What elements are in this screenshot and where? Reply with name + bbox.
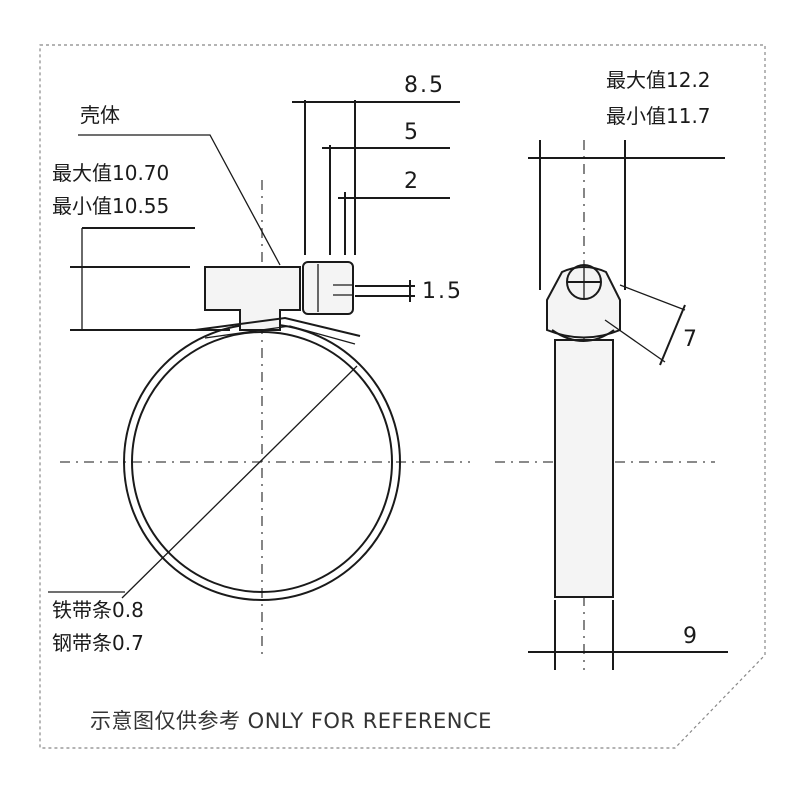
- side-band-strip: [554, 339, 614, 598]
- front-view: [48, 100, 470, 660]
- band-inner-circle: [131, 331, 393, 593]
- housing-max-label: 最大值10.70: [52, 161, 170, 185]
- housing-leader: [78, 134, 281, 266]
- side-housing-lower: [551, 329, 615, 342]
- band-flange-inner: [204, 325, 356, 345]
- dim-2-label: 2: [404, 169, 420, 194]
- dim-9-label: 9: [683, 624, 699, 649]
- housing-label: 壳体: [80, 103, 120, 127]
- band-iron-label: 铁带条0.8: [52, 598, 144, 622]
- side-max-label: 最大值12.2: [606, 68, 711, 92]
- side-min-label: 最小值11.7: [606, 104, 711, 128]
- dim-5-label: 5: [404, 120, 420, 145]
- dim-1-5-label: 1.5: [422, 279, 463, 304]
- housing-body: [204, 266, 301, 331]
- band-steel-label: 钢带条0.7: [52, 631, 144, 655]
- drawing-border: [39, 44, 766, 749]
- band-flange: [194, 316, 361, 337]
- reference-footer: 示意图仅供参考 ONLY FOR REFERENCE: [90, 709, 492, 733]
- housing-min-label: 最小值10.55: [52, 194, 170, 218]
- dim-7-ext-b: [604, 319, 666, 363]
- dim-7-line: [659, 304, 686, 366]
- screw-head: [302, 261, 354, 315]
- dim-8-5-label: 8.5: [404, 73, 445, 98]
- diameter-diagonal: [121, 365, 358, 599]
- dim-7-ext-a: [619, 284, 686, 311]
- side-view: [495, 140, 728, 670]
- dim-7-label: 7: [683, 327, 699, 352]
